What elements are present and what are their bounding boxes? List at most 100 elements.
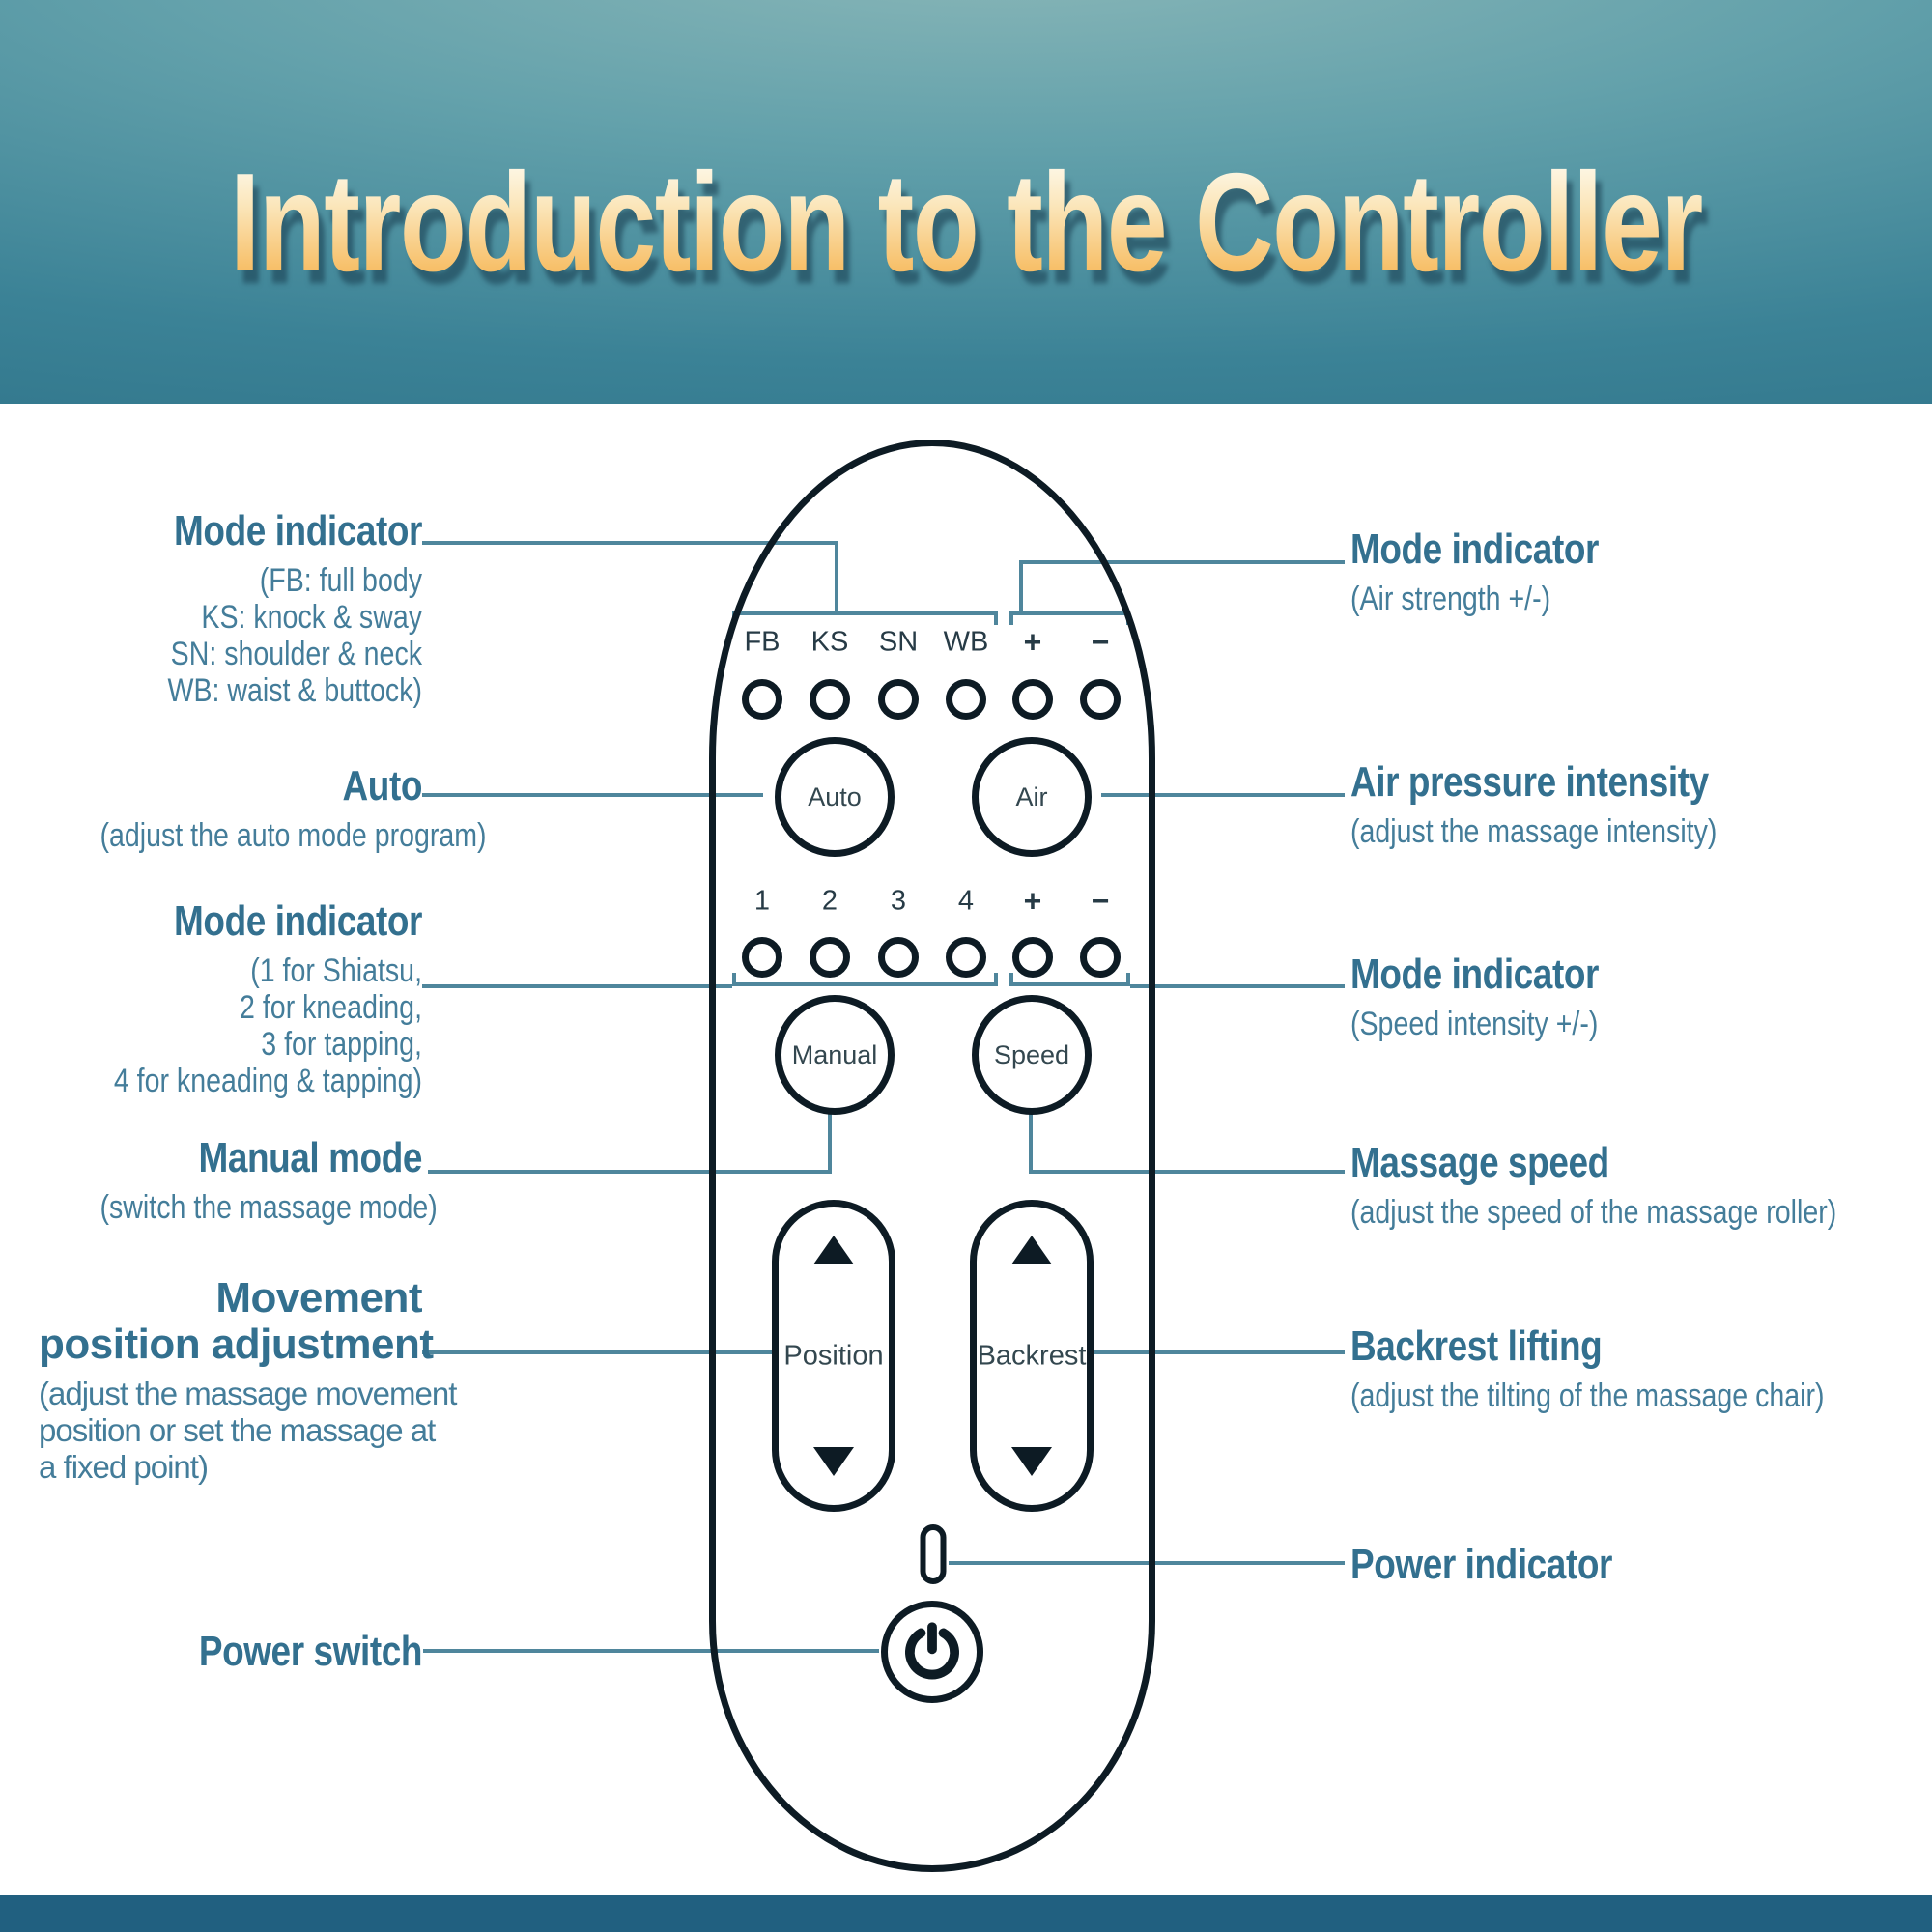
- led-label-speed-minus: −: [1091, 883, 1110, 919]
- callout-text: a fixed point): [39, 1449, 209, 1485]
- callout-line-power-switch: [423, 1649, 879, 1653]
- callout-title: Backrest lifting: [1350, 1322, 1603, 1370]
- callout-title: Mode indicator: [174, 507, 422, 554]
- callout-text: (adjust the auto mode program): [99, 817, 487, 854]
- led-sn: [878, 679, 919, 720]
- led-mode-2: [810, 937, 850, 978]
- position-rocker-label: Position: [783, 1340, 884, 1371]
- backrest-down-arrow-icon[interactable]: [1011, 1447, 1052, 1476]
- callout-title: Mode indicator: [174, 897, 422, 945]
- callout-text: (Speed intensity +/-): [1350, 1006, 1599, 1042]
- callout-power-indicator: Power indicator: [1350, 1542, 1825, 1596]
- led-label-wb: WB: [943, 626, 989, 658]
- callout-mode-indicator-top-right: Mode indicator (Air strength +/-): [1350, 526, 1825, 618]
- footer-bar: [0, 1895, 1932, 1932]
- callout-line-auto: [422, 793, 763, 797]
- bracket-mode-leds-2: [732, 973, 998, 986]
- led-label-speed-plus: +: [1023, 883, 1042, 919]
- callout-text: SN: shoulder & neck: [170, 636, 422, 672]
- callout-text: (adjust the massage movement: [39, 1376, 457, 1411]
- remote-control: FB KS SN WB + − Auto Air 1 2 3 4 + −: [709, 440, 1155, 1872]
- callout-auto: Auto (adjust the auto mode program): [99, 763, 487, 855]
- auto-button[interactable]: Auto: [775, 737, 895, 857]
- speed-button-label: Speed: [993, 1039, 1070, 1069]
- led-mode-4: [946, 937, 986, 978]
- callout-line-power-indicator: [949, 1561, 1345, 1565]
- callout-line-air: [1101, 793, 1345, 797]
- callout-power-switch: Power switch: [100, 1628, 423, 1683]
- led-label-1: 1: [753, 885, 771, 917]
- callout-line-backrest: [1092, 1350, 1345, 1354]
- led-speed-minus: [1080, 937, 1121, 978]
- callout-title: Mode indicator: [1350, 951, 1599, 998]
- callout-title: Mode indicator: [1350, 526, 1599, 573]
- position-up-arrow-icon[interactable]: [813, 1236, 854, 1264]
- led-label-air-minus: −: [1091, 624, 1110, 660]
- page-title-wrap: Introduction to the Controller: [0, 153, 1932, 293]
- position-rocker[interactable]: Position: [772, 1200, 895, 1512]
- callout-line-speed-drop: [1029, 1114, 1033, 1174]
- position-down-arrow-icon[interactable]: [813, 1447, 854, 1476]
- callout-mode-indicator-mid-left: Mode indicator (1 for Shiatsu, 2 for kne…: [100, 897, 423, 1100]
- led-mode-1: [742, 937, 782, 978]
- callout-line-mode-mid-left: [422, 984, 732, 988]
- callout-line-speed: [1029, 1170, 1345, 1174]
- auto-button-label: Auto: [808, 781, 862, 811]
- led-air-minus: [1080, 679, 1121, 720]
- air-button-label: Air: [1015, 781, 1048, 811]
- callout-text: KS: knock & sway: [201, 599, 422, 636]
- callout-text: (adjust the speed of the massage roller): [1350, 1194, 1837, 1231]
- callout-line-mode-top-right: [1021, 560, 1345, 564]
- callout-text: position or set the massage at: [39, 1412, 436, 1448]
- callout-title: position adjustment: [39, 1321, 434, 1368]
- callout-mode-indicator-mid-right: Mode indicator (Speed intensity +/-): [1350, 951, 1825, 1043]
- callout-text: (1 for Shiatsu,: [250, 952, 422, 989]
- led-label-2: 2: [821, 885, 838, 917]
- callout-line-mode-top-left: [422, 541, 837, 545]
- led-label-air-plus: +: [1023, 624, 1042, 660]
- led-mode-3: [878, 937, 919, 978]
- callout-text: 2 for kneading,: [240, 989, 422, 1026]
- callout-title: Power switch: [198, 1628, 423, 1675]
- manual-button-label: Manual: [791, 1039, 878, 1069]
- callout-movement-position: Movement position adjustment (adjust the…: [39, 1274, 457, 1486]
- power-icon: [905, 1622, 959, 1680]
- callout-air-pressure: Air pressure intensity (adjust the massa…: [1350, 758, 1825, 851]
- manual-button[interactable]: Manual: [775, 995, 895, 1115]
- backrest-rocker[interactable]: Backrest: [970, 1200, 1094, 1512]
- callout-text: WB: waist & buttock): [167, 672, 422, 709]
- callout-line-position: [422, 1350, 774, 1354]
- callout-text: (adjust the massage intensity): [1350, 813, 1718, 850]
- callout-massage-speed: Massage speed (adjust the speed of the m…: [1350, 1140, 1837, 1232]
- bracket-speed-leds: [1009, 973, 1130, 986]
- led-label-3: 3: [890, 885, 907, 917]
- callout-text: 3 for tapping,: [261, 1026, 422, 1063]
- speed-button[interactable]: Speed: [972, 995, 1092, 1115]
- led-wb: [946, 679, 986, 720]
- callout-mode-indicator-top-left: Mode indicator (FB: full body KS: knock …: [100, 507, 423, 710]
- callout-text: 4 for kneading & tapping): [113, 1063, 423, 1099]
- backrest-up-arrow-icon[interactable]: [1011, 1236, 1052, 1264]
- air-button[interactable]: Air: [972, 737, 1092, 857]
- led-label-ks: KS: [810, 626, 849, 658]
- callout-title: Air pressure intensity: [1350, 758, 1709, 806]
- callout-line-manual-drop: [828, 1114, 832, 1174]
- led-label-sn: SN: [878, 626, 919, 658]
- callout-line-manual: [428, 1170, 830, 1174]
- callout-manual-mode: Manual mode (switch the massage mode): [99, 1134, 438, 1227]
- callout-title: Manual mode: [198, 1134, 422, 1181]
- callout-text: (adjust the tilting of the massage chair…: [1350, 1378, 1825, 1414]
- callout-title: Movement: [215, 1274, 422, 1321]
- page-title: Introduction to the Controller: [230, 144, 1703, 300]
- led-fb: [742, 679, 782, 720]
- power-button[interactable]: [881, 1601, 983, 1703]
- callout-title: Power indicator: [1350, 1541, 1612, 1588]
- callout-text: (Air strength +/-): [1350, 581, 1551, 617]
- callout-text: (switch the massage mode): [99, 1189, 438, 1226]
- power-indicator-led: [920, 1524, 947, 1584]
- led-label-fb: FB: [744, 626, 781, 658]
- backrest-rocker-label: Backrest: [977, 1340, 1087, 1371]
- led-air-plus: [1012, 679, 1053, 720]
- callout-backrest-lifting: Backrest lifting (adjust the tilting of …: [1350, 1322, 1825, 1415]
